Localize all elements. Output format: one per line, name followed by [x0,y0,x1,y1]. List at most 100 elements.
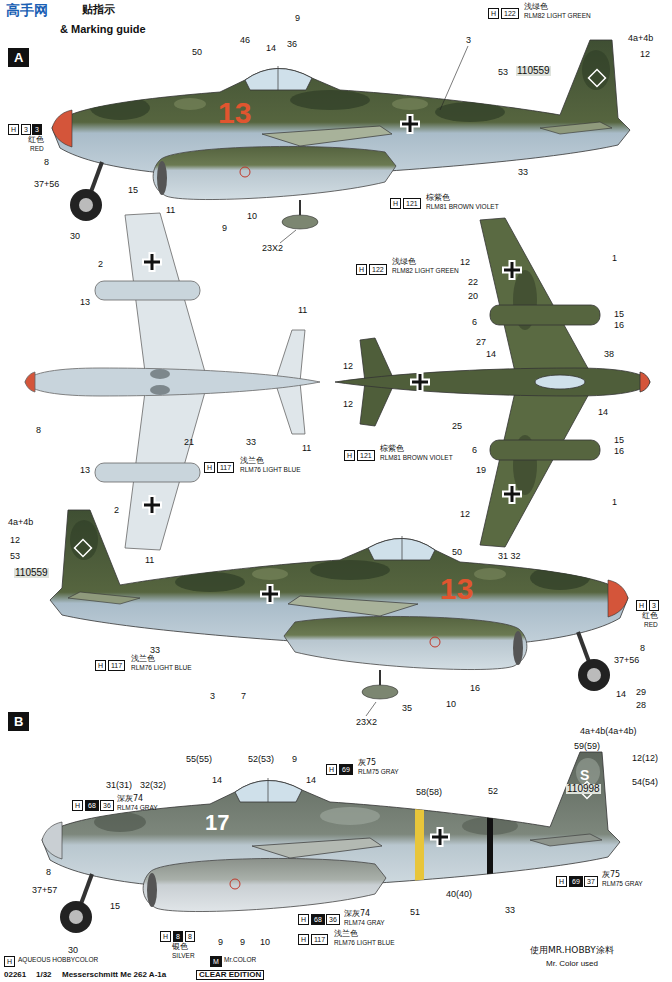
serial-number: 110559 [516,66,551,76]
paint-code: H [204,462,215,473]
paint-code: M [210,956,222,967]
paint-code: H [356,264,367,275]
callout-number: 28 [636,701,646,710]
callout-number: 33 [246,438,256,447]
footer-text: Messerschmitt Me 262 A-1a [62,971,166,979]
callout-number: 11 [145,556,154,565]
footer-text: 1/32 [36,971,52,979]
callout-number: 11 [298,306,307,315]
callout-number: 31(31) [106,781,132,790]
callout-number: 11 [302,444,311,453]
callout-number: 12 [460,258,470,267]
callout-number: 20 [468,292,478,301]
color-name: 灰75 [358,759,376,767]
paint-code: H [556,876,567,887]
callout-number: 1 [612,254,617,263]
callout-number: 31 32 [498,552,521,561]
color-name: RED [644,622,658,629]
color-name: RLM76 LIGHT BLUE [131,665,192,672]
paint-code: H [636,600,647,611]
color-name: 红色 [28,136,44,144]
paint-code: H [160,931,171,942]
callout-number: 1 [612,498,617,507]
callout-number: 9 [222,224,227,233]
serial-number: 110559 [14,568,49,578]
paint-code: 3 [649,600,659,611]
callout-number: 58(58) [416,788,442,797]
callout-number: 52(53) [248,755,274,764]
callout-number: 12 [460,510,470,519]
callout-number: 6 [472,446,477,455]
color-name: RLM81 BROWN VIOLET [380,455,453,462]
color-name: 棕紫色 [426,194,450,202]
color-name: RLM76 LIGHT BLUE [334,940,395,947]
callout-number: 12 [343,400,353,409]
aircraft-marking: 13 [440,574,473,604]
color-name: 银色 [172,943,188,951]
paint-code: H [298,934,309,945]
color-name: 浅绿色 [392,258,416,266]
aircraft-marking: 13 [218,98,251,128]
color-name: RLM75 GRAY [358,769,399,776]
callout-number: 53 [498,68,508,77]
color-name: 深灰74 [344,910,370,918]
callout-number: 21 [184,438,194,447]
callout-number: 14 [486,350,496,359]
callout-number: 10 [260,938,270,947]
callout-number: 54(54) [632,778,658,787]
paint-code: 68 [85,800,99,811]
color-name: RLM75 GRAY [602,881,643,888]
callout-number: 51 [410,908,420,917]
callout-number: 14 [598,408,608,417]
paint-code: H [298,914,309,925]
heading: & Marking guide [60,24,146,35]
callout-number: 15 [614,436,624,445]
callout-number: 25 [452,422,462,431]
callout-number: 8 [46,868,51,877]
color-name: RLM81 BROWN VIOLET [426,204,499,211]
callout-number: 23X2 [262,244,283,253]
callout-number: 15 [128,186,138,195]
callout-number: 3 [210,692,215,701]
callout-number: 7 [241,692,246,701]
callout-number: 11 [166,206,175,215]
profile-a-left [52,40,630,229]
paint-code: 3 [21,124,31,135]
callout-number: 14 [212,776,222,785]
callout-number: 35 [402,704,412,713]
paint-code: 117 [108,660,125,671]
paint-code: H [390,198,401,209]
callout-number: 40(40) [446,890,472,899]
paint-code: 122 [501,8,519,19]
callout-number: 14 [306,776,316,785]
callout-number: 27 [476,338,486,347]
callout-number: 8 [36,426,41,435]
callout-number: 50 [452,548,462,557]
paint-code: H [4,956,15,967]
paint-code: H [326,764,337,775]
top-view [335,218,650,547]
heading: 贴指示 [82,4,115,15]
callout-number: 8 [44,158,49,167]
color-name: RLM82 LIGHT GREEN [524,13,591,20]
color-name: 浅兰色 [240,457,264,465]
paint-code: 69 [569,876,583,887]
callout-number: 16 [614,321,624,330]
color-name: RLM82 LIGHT GREEN [392,268,459,275]
callout-number: 12 [640,50,650,59]
paint-note: 使用MR.HOBBY涂料 [530,946,614,955]
color-name: Mr.COLOR [224,957,256,964]
callout-number: 13 [80,298,90,307]
callout-number: 16 [614,447,624,456]
section-letter: A [8,48,29,67]
callout-number: 6 [472,318,477,327]
callout-number: 9 [292,755,297,764]
aircraft-marking: 17 [205,812,229,834]
paint-code: 69 [339,764,353,775]
profile-b [42,712,620,933]
footer-text: 02261 [4,971,26,979]
paint-code: 36 [326,914,340,925]
edition-tag: CLEAR EDITION [196,970,264,980]
